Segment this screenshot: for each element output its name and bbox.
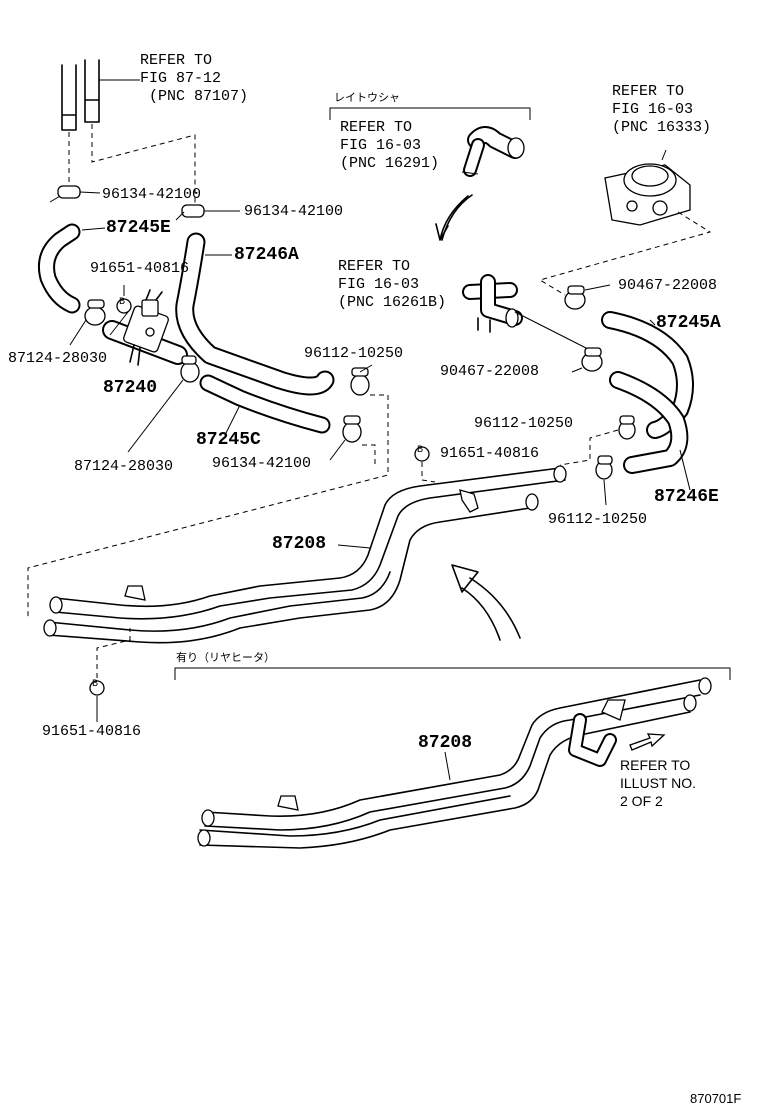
hose-87246E [609,371,691,491]
part-number-label: 87240 [103,378,158,398]
refer-label-top-left: REFER TO FIG 87-12 (PNC 87107) [140,52,249,105]
clamp-icon [49,185,101,203]
water-pipe-87208-lower [197,677,712,849]
clamp-icon [618,415,636,440]
hose-87245C [199,374,331,436]
part-number-label: 96134-42100 [244,203,344,220]
leader-line [514,311,591,351]
refer-label-right-top: REFER TO FIG 16-03 (PNC 16333) [612,83,712,136]
part-number-label: 91651-40816 [440,445,540,462]
clamp-icon [69,299,106,346]
part-number-label: 91651-40816 [90,260,190,277]
clamp-icon [127,355,200,453]
part-number-label: 90467-22008 [618,277,718,294]
refer-label-center-top: REFER TO FIG 16-03 (PNC 16291) [340,119,440,172]
refer-label-center-mid: REFER TO FIG 16-03 (PNC 16261B) [338,258,447,311]
dashed-guide-bottom [96,628,131,678]
valve-87240 [102,289,188,366]
part-number-label: 96134-42100 [212,455,312,472]
water-pipe-87208-upper [43,465,567,644]
dashed-guide-right [538,211,712,296]
clamp-icon [329,415,362,461]
dashed-guide-mid [559,429,619,466]
part-number-label: 96134-42100 [102,186,202,203]
part-number-label: 87245A [656,313,721,333]
bolt-marker-label: B [92,679,99,690]
part-number-label: 91651-40816 [42,723,142,740]
part-number-label: 87246A [234,245,299,265]
part-number-label: 96112-10250 [304,345,404,362]
hose-87245E [38,223,106,314]
bracket-rear-heater [174,667,731,680]
part-number-label: 96112-10250 [474,415,574,432]
part-number-label: 87245E [106,218,171,238]
clamp-icon [564,284,611,310]
arrow-head [435,195,469,241]
clamp-icon [571,347,603,373]
clamp-icon [175,204,240,221]
water-outlet-16291 [461,126,525,177]
refer-illust-label: REFER TO ILLUST NO. 2 OF 2 [620,757,696,809]
water-fitting-16261B [462,274,523,333]
bolt-marker-label: B [417,445,424,456]
dashed-guide-center [421,462,436,483]
bolt-marker-icon [414,446,430,462]
bolt-marker-icon [116,298,132,314]
bolt-marker-label: B [119,297,126,308]
direction-arrow-icon [451,564,521,641]
dashed-guide-left [27,394,389,620]
part-number-label: 87245C [196,430,261,450]
part-number-label: 87124-28030 [8,350,108,367]
clamp-icon [595,455,613,506]
figure-code: 870701F [690,1091,742,1106]
hose-87246A [175,232,335,396]
clamp-icon [350,364,373,396]
rear-heater-note: 有り（リヤヒータ） [176,651,275,664]
katakana-label: レイトウシャ [334,91,400,104]
water-pump-16333 [604,149,691,226]
arrow-curve [441,194,473,241]
arrow-right-icon [629,733,666,751]
part-number-label: 87246E [654,487,719,507]
dashed-guide-top-left [68,124,196,205]
part-number-label: 90467-22008 [440,363,540,380]
upper-pipes-top-left [61,59,140,131]
part-number-label: 96112-10250 [548,511,648,528]
bracket-top [329,107,531,120]
part-number-label: 87124-28030 [74,458,174,475]
part-number-label: 87208 [272,534,327,554]
bolt-marker-icon [89,680,105,696]
part-number-label: 87208 [418,733,473,753]
